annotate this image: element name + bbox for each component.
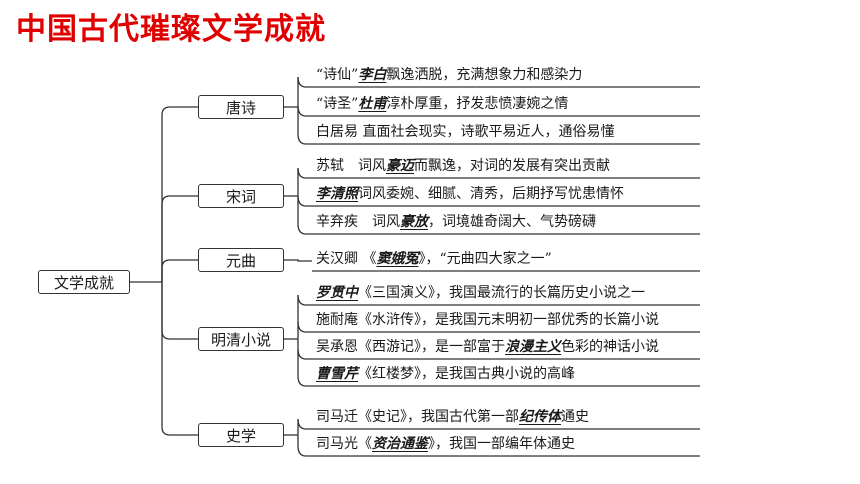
page-title: 中国古代璀璨文学成就 [16,12,326,47]
emphasis-text: 豪放 [400,214,428,230]
item-text: 而飘逸，对词的发展有突出贡献 [414,158,610,174]
item-text: 通史 [561,409,589,425]
item-text: 词风委婉、细腻、清秀，后期抒写忧患情怀 [358,186,624,202]
emphasis-text: 浪漫主义 [505,339,561,355]
item-underline [297,133,700,145]
branch-connector [161,259,198,282]
branch-item: 罗贯中《三国演义》，我国最流行的长篇历史小说之一 [316,283,645,303]
item-text: 辛弃疾 词风 [316,214,400,230]
emphasis-text: 纪传体 [519,409,561,425]
item-text: 施耐庵《水浒传》，是我国元末明初一部优秀的长篇小说 [316,312,659,328]
item-underline [297,223,700,235]
item-text: 苏轼 词风 [316,158,386,174]
item-text: “诗仙” [316,67,359,83]
item-text: 《红楼梦》，是我国古典小说的高峰 [358,366,575,382]
emphasis-text: 杜甫 [358,96,387,112]
branch-connector [161,282,198,436]
item-underline [297,195,700,207]
item-text: 淳朴厚重，抒发悲愤凄婉之情 [386,96,569,112]
branch-item: “诗圣”杜甫淳朴厚重，抒发悲愤凄婉之情 [316,94,568,114]
item-underline [297,418,700,430]
item-text: 白居易 直面社会现实，诗歌平易近人，通俗易懂 [316,124,615,140]
item-text: 飘逸洒脱，充满想象力和感染力 [386,67,583,83]
item-text: 吴承恩《西游记》，是一部富于 [316,339,505,355]
branch-item: “诗仙”李白飘逸洒脱，充满想象力和感染力 [316,65,582,85]
branch-item: 司马迁《史记》，我国古代第一部纪传体通史 [316,407,589,427]
item-underline [297,375,700,387]
emphasis-text: 资治通鉴 [372,436,428,452]
item-underline [297,445,700,457]
item-text: 《三国演义》，我国最流行的长篇历史小说之一 [358,285,645,301]
branch-item: 施耐庵《水浒传》，是我国元末明初一部优秀的长篇小说 [316,310,659,330]
branch-item: 辛弃疾 词风豪放，词境雄奇阔大、气势磅礴 [316,212,596,232]
item-text: 色彩的神话小说 [561,339,659,355]
item-connector [284,259,312,262]
item-underline [297,348,700,360]
branch-item: 关汉卿 《窦娥冤》，“元曲四大家之一” [316,249,552,269]
branch-node: 史学 [198,423,284,447]
branch-connector [161,282,198,340]
emphasis-text: 曹雪芹 [316,366,358,382]
branch-node: 唐诗 [198,95,284,119]
branch-connector [161,106,198,282]
item-underline [297,76,700,88]
branch-item: 曹雪芹《红楼梦》，是我国古典小说的高峰 [316,364,575,384]
branch-node: 明清小说 [198,327,284,351]
item-underline [297,105,700,117]
item-text: 》，我国一部编年体通史 [428,436,575,452]
item-text: 司马迁《史记》，我国古代第一部 [316,409,519,425]
item-text: ，词境雄奇阔大、气势磅礴 [428,214,596,230]
item-text: “诗圣” [316,96,359,112]
item-text: 关汉卿 《 [316,251,377,267]
branch-node: 元曲 [198,248,284,272]
branch-item: 李清照词风委婉、细腻、清秀，后期抒写忧患情怀 [316,184,624,204]
item-underline [297,167,700,179]
branch-node: 宋词 [198,184,284,208]
branch-item: 吴承恩《西游记》，是一部富于浪漫主义色彩的神话小说 [316,337,659,357]
emphasis-text: 窦娥冤 [376,251,419,267]
branch-connector [161,195,198,282]
branch-item: 苏轼 词风豪迈而飘逸，对词的发展有突出贡献 [316,156,610,176]
emphasis-text: 李清照 [316,186,358,202]
item-underline [297,294,700,306]
emphasis-text: 豪迈 [386,158,414,174]
branch-item: 司马光《资治通鉴》，我国一部编年体通史 [316,434,575,454]
item-text: 司马光《 [316,436,372,452]
emphasis-text: 罗贯中 [316,285,358,301]
item-text: 》，“元曲四大家之一” [418,251,552,267]
item-underline [297,321,700,333]
emphasis-text: 李白 [358,67,387,83]
root-node: 文学成就 [38,270,130,294]
branch-item: 白居易 直面社会现实，诗歌平易近人，通俗易懂 [316,122,614,142]
